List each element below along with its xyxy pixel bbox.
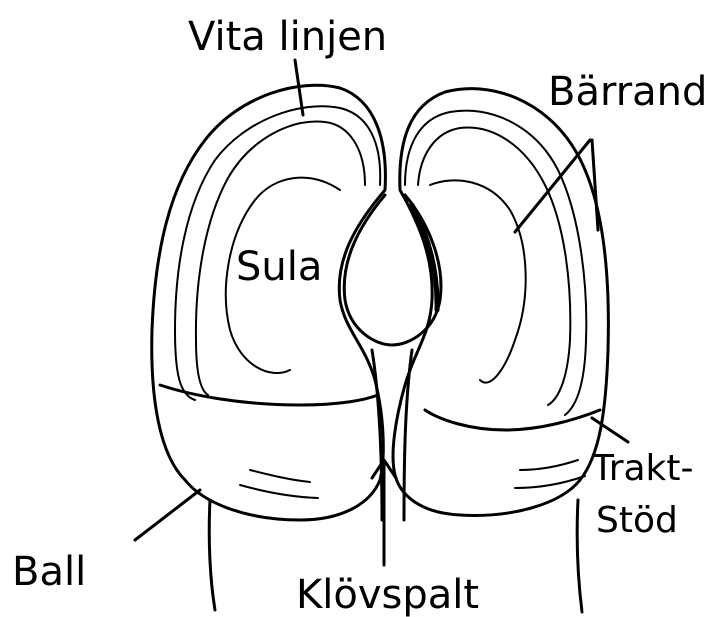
- left-claw-outer-wall: [152, 85, 386, 520]
- label-klovspalt: Klövspalt: [296, 572, 479, 617]
- left-claw: [152, 85, 386, 610]
- left-heel-bulb: [160, 385, 378, 405]
- label-ball: Ball: [12, 549, 86, 595]
- right-claw: [393, 89, 608, 612]
- pointer-barrand-1: [515, 140, 590, 232]
- label-barrand: Bärrand: [548, 69, 707, 115]
- label-stod: Stöd: [596, 500, 678, 541]
- right-bulb-wrinkle-1: [520, 460, 578, 470]
- label-vita-linjen: Vita linjen: [188, 14, 387, 60]
- left-leg: [209, 500, 215, 610]
- right-claw-outer-wall: [393, 89, 608, 516]
- right-heel-bulb: [425, 410, 600, 430]
- pointer-barrand-2: [592, 140, 598, 230]
- right-leg: [577, 500, 582, 612]
- right-sole-inner: [430, 180, 526, 382]
- cleft-shape: [344, 195, 441, 345]
- left-bulb-wrinkle-1: [250, 470, 310, 482]
- label-sula: Sula: [236, 244, 322, 290]
- pointer-ball: [135, 490, 200, 540]
- right-bar-rim: [418, 128, 570, 405]
- left-bulb-wrinkle-2: [240, 485, 318, 498]
- label-trakt: Trakt-: [591, 448, 694, 489]
